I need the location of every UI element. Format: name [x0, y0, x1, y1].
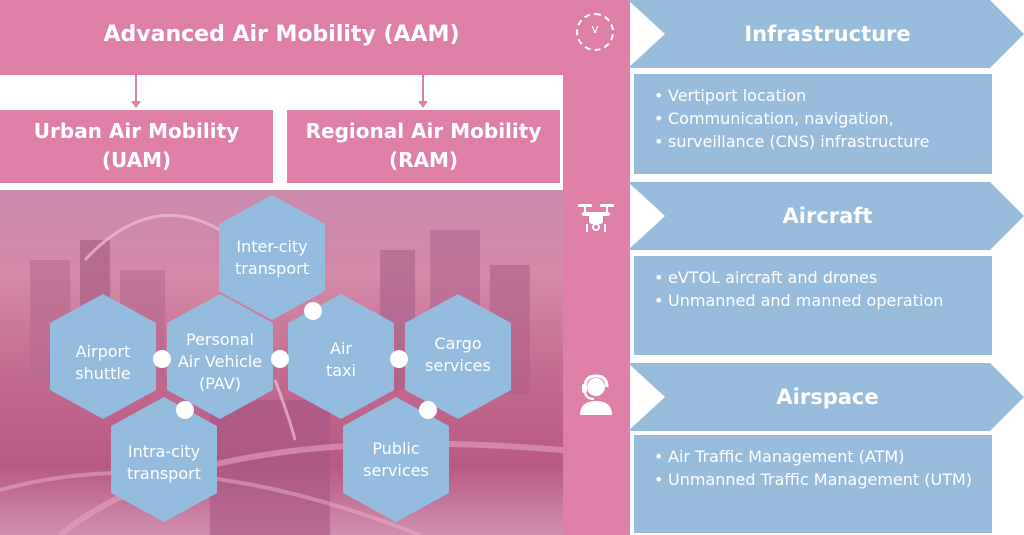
aircraft-bullet: eVTOL aircraft and drones: [668, 266, 984, 289]
airspace-title: Airspace: [665, 385, 990, 409]
airspace-panel: Air Traffic Management (ATM) Unmanned Tr…: [632, 433, 994, 535]
aircraft-bullet: Unmanned and manned operation: [668, 289, 984, 312]
aircraft-title: Aircraft: [665, 204, 990, 228]
infrastructure-bullet-continuation: surveillance (CNS) infrastructure: [668, 130, 984, 153]
infrastructure-bullet-text: surveillance (CNS) infrastructure: [668, 132, 929, 151]
infrastructure-title: Infrastructure: [665, 22, 990, 46]
aircraft-panel: eVTOL aircraft and drones Unmanned and m…: [632, 254, 994, 357]
infrastructure-bullet: Vertiport location: [668, 84, 984, 107]
infrastructure-panel: Vertiport location Communication, naviga…: [632, 72, 994, 176]
airspace-bullets: Air Traffic Management (ATM) Unmanned Tr…: [648, 445, 984, 491]
infrastructure-bullets: Vertiport location Communication, naviga…: [648, 84, 984, 153]
aircraft-bullets: eVTOL aircraft and drones Unmanned and m…: [648, 266, 984, 312]
controller-icon: [578, 373, 614, 417]
airspace-bullet: Air Traffic Management (ATM): [668, 445, 984, 468]
drone-icon: [576, 200, 616, 236]
airspace-bullet: Unmanned Traffic Management (UTM): [668, 468, 984, 491]
infrastructure-bullet: Communication, navigation,: [668, 107, 984, 130]
